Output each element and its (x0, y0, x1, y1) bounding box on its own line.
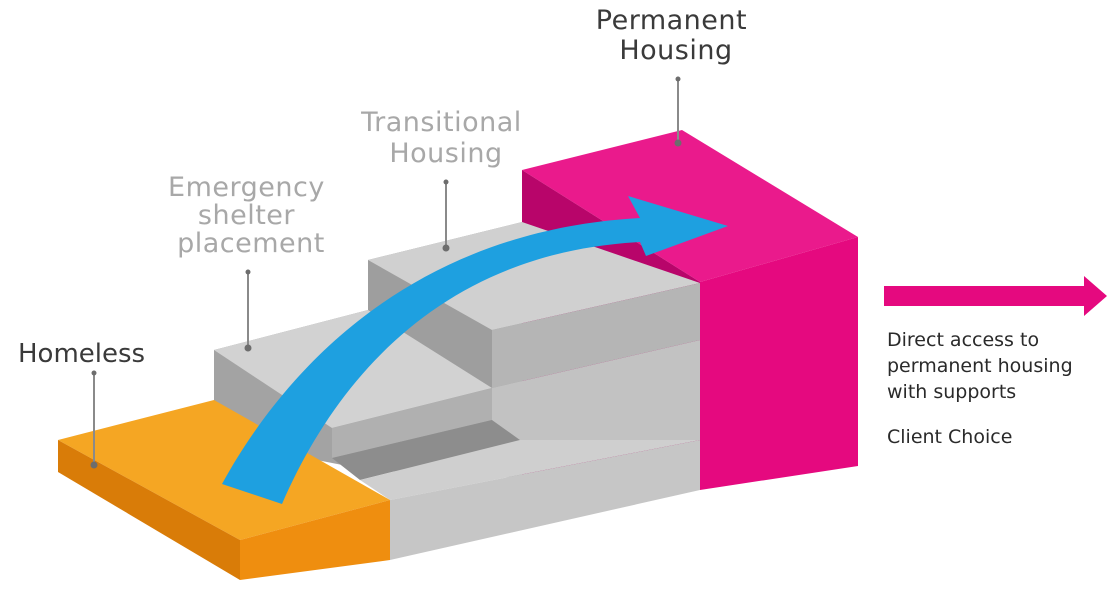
side-panel: Direct access to permanent housing with … (884, 276, 1107, 448)
permanent-label: Permanent Housing (596, 5, 756, 66)
homeless-block-front (240, 500, 390, 580)
permanent-pin (674, 76, 682, 147)
direct-access-line-2: permanent housing (887, 355, 1073, 377)
emergency-step-riser (332, 388, 492, 458)
permanent-label-line-2: Housing (619, 35, 732, 66)
homeless-block-left (58, 440, 240, 580)
homeless-block (58, 400, 390, 580)
homeless-block-top (58, 400, 390, 540)
permanent-label-line-1: Permanent (596, 5, 747, 36)
transitional-label-line-1: Transitional (360, 107, 522, 138)
grey-front-face (390, 440, 700, 560)
client-choice-text: Client Choice (887, 426, 1012, 448)
emergency-label-line-2: shelter (198, 200, 295, 231)
homeless-label: Homeless (18, 339, 145, 369)
direct-access-arrow (884, 276, 1107, 316)
transitional-step-riser (492, 283, 700, 388)
progress-arrow (222, 196, 728, 504)
emergency-label-line-3: placement (177, 228, 325, 259)
emergency-label: Emergency shelter placement (168, 172, 334, 259)
step-shadow-slot (332, 420, 520, 480)
permanent-block-front (700, 237, 858, 490)
emergency-pin (244, 269, 252, 352)
grey-staircase (214, 222, 700, 560)
homeless-label-line: Homeless (18, 339, 145, 369)
transitional-step-top (368, 222, 700, 330)
direct-access-line-3: with supports (887, 381, 1016, 403)
transitional-label: Transitional Housing (360, 107, 531, 169)
grey-front-face-upper (492, 340, 700, 440)
emergency-label-line-1: Emergency (168, 172, 325, 203)
transitional-pin (442, 179, 450, 252)
transitional-label-line-2: Housing (389, 138, 502, 169)
blue-arc-arrow (222, 196, 728, 504)
permanent-block-top (522, 130, 858, 282)
homeless-pin (90, 370, 98, 469)
direct-access-line-1: Direct access to (887, 329, 1039, 351)
direct-access-description: Direct access to permanent housing with … (887, 329, 1079, 403)
